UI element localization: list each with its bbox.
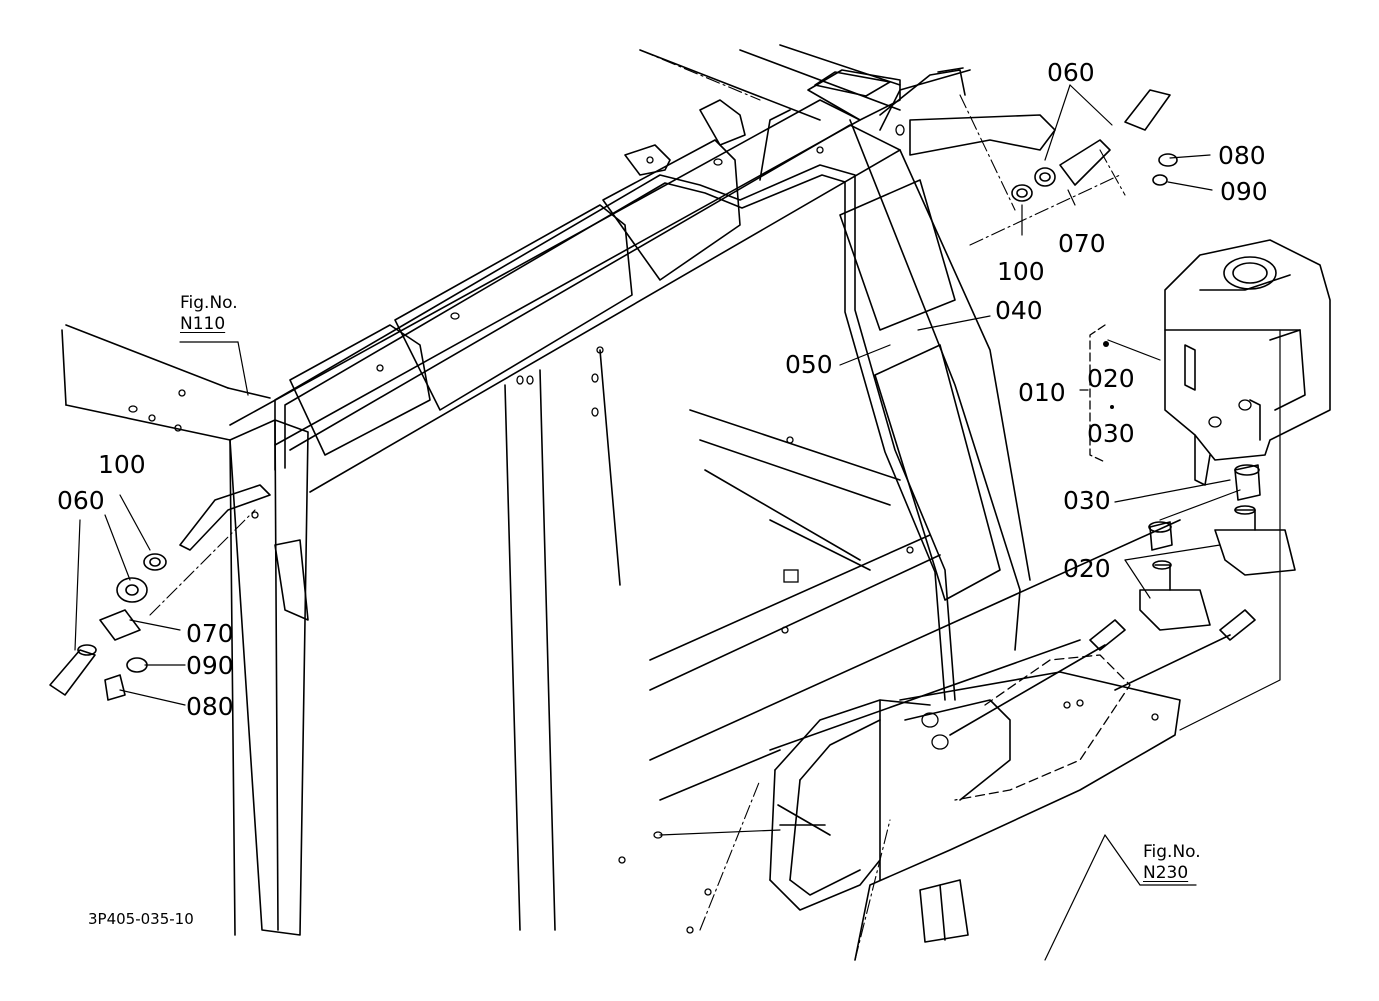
- right-cab-pillar: [839, 67, 1031, 651]
- callout-090-left: 090: [186, 651, 234, 680]
- washer-tank: [1164, 239, 1331, 486]
- top-right-bracket-assembly: [909, 89, 1178, 202]
- fig-ref-title: Fig.No.: [1143, 842, 1201, 862]
- callout-030-group: 030: [1087, 419, 1135, 448]
- mounting-holes: [128, 124, 1252, 934]
- fig-ref-n110: Fig.No. N110: [180, 293, 238, 336]
- callout-090-top: 090: [1220, 177, 1268, 206]
- centre-lines: [149, 49, 1126, 961]
- rail-cover: [289, 139, 741, 456]
- callout-100-top: 100: [997, 257, 1045, 286]
- fig-ref-number: N230: [1143, 863, 1189, 884]
- left-cab-pillar: [61, 324, 309, 936]
- callout-020-right: 020: [1063, 554, 1111, 583]
- callout-080-left: 080: [186, 692, 234, 721]
- roof-rail: [229, 69, 901, 493]
- callout-100-left: 100: [98, 450, 146, 479]
- washer-pipe-050: [274, 164, 956, 701]
- tank-group-bracket: [1089, 324, 1106, 463]
- pumps-and-grommets: [949, 464, 1296, 736]
- callout-070-top: 070: [1058, 229, 1106, 258]
- left-bracket-assembly: [49, 484, 271, 701]
- callout-060-top: 060: [1047, 58, 1095, 87]
- callout-020-group: 020: [1087, 364, 1135, 393]
- leader-lines: [74, 84, 1281, 961]
- fig-ref-number: N110: [180, 314, 226, 335]
- door-outline: [769, 671, 1181, 961]
- callout-060-left: 060: [57, 486, 105, 515]
- callout-050: 050: [785, 350, 833, 379]
- callout-070-left: 070: [186, 619, 234, 648]
- fig-ref-title: Fig.No.: [180, 293, 238, 313]
- fig-ref-n230: Fig.No. N230: [1143, 842, 1201, 885]
- drawing-code: 3P405-035-10: [88, 910, 194, 928]
- callout-040: 040: [995, 296, 1043, 325]
- callout-010: 010: [1018, 378, 1066, 407]
- callout-030-right: 030: [1063, 486, 1111, 515]
- cab-frame-structure: [274, 44, 1181, 931]
- callout-080-top: 080: [1218, 141, 1266, 170]
